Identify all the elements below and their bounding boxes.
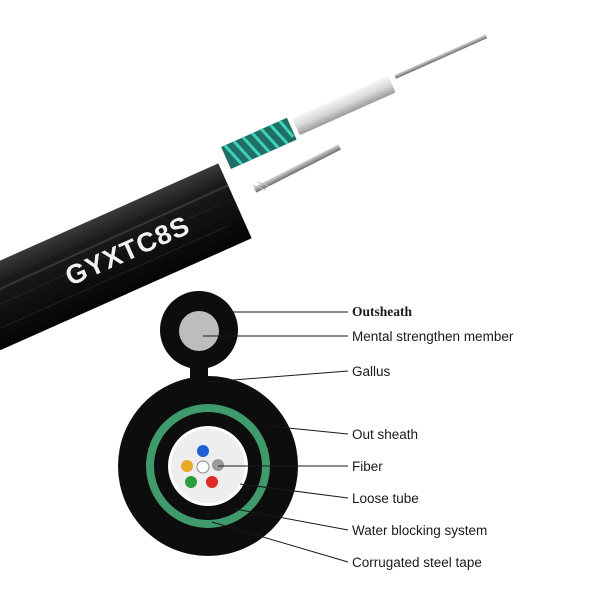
armor-wires-photo xyxy=(221,117,297,169)
loose-tube-photo xyxy=(292,76,395,135)
strength-member xyxy=(179,311,219,351)
label-loose-tube: Loose tube xyxy=(352,491,419,506)
cable-jacket xyxy=(0,163,252,351)
label-water-blocking: Water blocking system xyxy=(352,523,487,538)
label-fiber: Fiber xyxy=(352,459,383,474)
label-steel-tape: Corrugated steel tape xyxy=(352,555,482,570)
fiber-grey xyxy=(212,459,224,471)
fiber-green xyxy=(185,476,197,488)
label-strength-member: Mental strengthen member xyxy=(352,329,514,344)
fiber-red xyxy=(206,476,218,488)
fiber-orange xyxy=(181,460,193,472)
fiber-blue xyxy=(197,445,209,457)
label-out-sheath: Out sheath xyxy=(352,427,418,442)
label-outsheath: Outsheath xyxy=(352,304,413,319)
label-gallus: Gallus xyxy=(352,364,391,379)
cross-section xyxy=(118,291,298,556)
fiber-center xyxy=(196,460,210,474)
leader-lines xyxy=(203,311,349,563)
messenger-wire-photo xyxy=(253,144,342,193)
central-strand xyxy=(394,34,488,79)
cable-photo: GYXTC8S xyxy=(0,34,488,351)
labels: Outsheath Mental strengthen member Gallu… xyxy=(352,304,514,570)
